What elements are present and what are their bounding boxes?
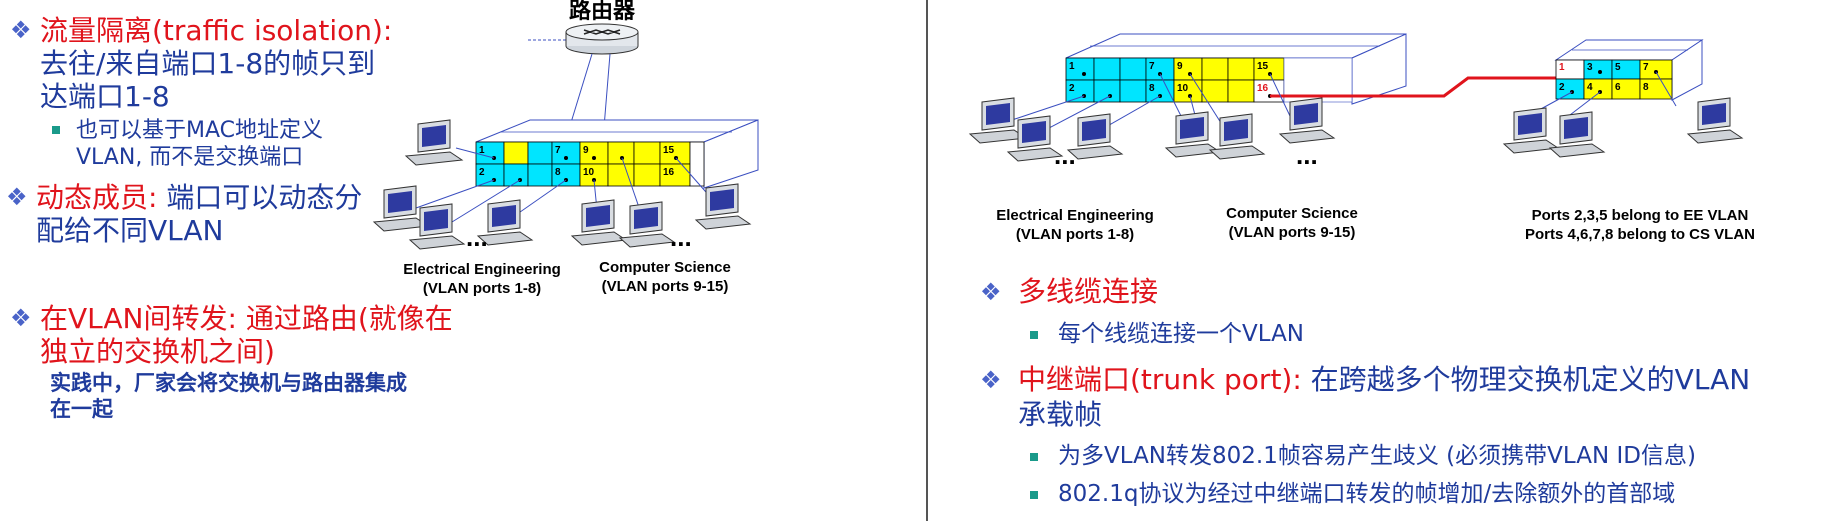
sw2-port-8-label: 8 — [1643, 82, 1649, 93]
sw2-port-2-label: 2 — [1559, 82, 1565, 93]
computer-icon — [618, 201, 676, 248]
port-9-label: 9 — [583, 145, 589, 156]
sw1-port-9-label: 9 — [1177, 61, 1183, 72]
computer-icon — [404, 119, 464, 166]
bullet2-text: 动态成员: 端口可以动态分 — [36, 179, 362, 217]
sw2-port-4-label: 4 — [1587, 82, 1593, 93]
bullet-diamond-icon: ❖ — [10, 304, 32, 332]
computer-icon — [476, 199, 534, 246]
right-bullet2-text: 中继端口(trunk port): 在跨越多个物理交换机定义的VLAN — [1018, 361, 1750, 399]
computer-icon — [570, 199, 628, 246]
switch-icon — [475, 119, 759, 189]
caption-cs-right-line1: Computer Science — [1226, 205, 1358, 222]
bullet2-line2: 配给不同VLAN — [36, 214, 224, 247]
port-15-label: 15 — [663, 145, 675, 156]
bullet-diamond-icon: ❖ — [6, 183, 28, 211]
computer-icon — [1066, 113, 1124, 160]
sw1-port-7-label: 7 — [1149, 61, 1155, 72]
computer-icon — [1208, 113, 1266, 160]
switch-icon — [1554, 39, 1704, 101]
caption-ports-right: Ports 2,3,5 belong to EE VLAN Ports 4,6,… — [1510, 206, 1770, 244]
sub-bullet-square-icon — [1030, 491, 1038, 499]
trunk-port-diagram: 1 7 9 15 2 8 10 16 1 3 5 7 2 4 6 8 — [968, 33, 1744, 170]
switch-icon — [1065, 33, 1407, 105]
bullet3-rest: 通过路由(就像在 — [236, 302, 453, 335]
right-bullet1-title: 多线缆连接 — [1018, 275, 1159, 308]
sw1-port-8-label: 8 — [1149, 83, 1155, 94]
sw1-port-16-label: 16 — [1257, 83, 1269, 94]
router-label: 路由器 — [569, 0, 636, 23]
caption-cs-left-line1: Computer Science — [599, 259, 731, 276]
port-1-label: 1 — [479, 145, 485, 156]
right-bullet2-title: 中继端口(trunk port): — [1018, 363, 1302, 396]
note-line1: 实践中，厂家会将交换机与路由器集成 — [50, 371, 407, 395]
computer-icon — [1006, 115, 1064, 162]
sw2-port-7-label: 7 — [1643, 62, 1649, 73]
bullet1-line2: 去往/来自端口1-8的帧只到 — [40, 47, 376, 80]
bullet-diamond-icon: ❖ — [980, 366, 1002, 394]
sw1-port-1-label: 1 — [1069, 61, 1075, 72]
note-line2: 在一起 — [50, 397, 113, 421]
port-7-label: 7 — [555, 145, 561, 156]
computer-icon — [968, 97, 1028, 144]
right-sub1: 每个线缆连接一个VLAN — [1058, 321, 1305, 347]
bullet2-rest: 端口可以动态分 — [157, 181, 363, 214]
bullet3-text: 在VLAN间转发: 通过路由(就像在 — [40, 300, 453, 338]
computer-icon — [1164, 111, 1222, 158]
port-16-label: 16 — [663, 167, 675, 178]
bullet-diamond-icon: ❖ — [980, 278, 1002, 306]
port-10-label: 10 — [583, 167, 595, 178]
ellipsis-ee-right: ... — [1054, 140, 1076, 170]
sw1-port-10-label: 10 — [1177, 83, 1189, 94]
caption-cs-right-line2: (VLAN ports 9-15) — [1228, 224, 1356, 241]
bullet-diamond-icon: ❖ — [10, 16, 32, 44]
caption-cs-left-line2: (VLAN ports 9-15) — [601, 278, 729, 295]
right-bullet2-rest: 在跨越多个物理交换机定义的VLAN — [1301, 363, 1751, 396]
sub1-line2: VLAN, 而不是交换端口 — [76, 145, 304, 170]
caption-ports-right-line1: Ports 2,3,5 belong to EE VLAN — [1531, 207, 1749, 224]
sw2-port-6-label: 6 — [1615, 82, 1621, 93]
caption-ports-right-line2: Ports 4,6,7,8 belong to CS VLAN — [1524, 226, 1756, 243]
port-8-label: 8 — [555, 167, 561, 178]
computer-icon — [694, 183, 752, 230]
caption-ee-left-line1: Electrical Engineering — [403, 261, 561, 278]
sub-bullet-square-icon — [1030, 331, 1038, 339]
right-bullet2-line2: 承载帧 — [1018, 398, 1103, 431]
sw2-port-3-label: 3 — [1587, 62, 1593, 73]
bullet2-title: 动态成员: — [36, 181, 158, 214]
port-2-label: 2 — [479, 167, 485, 178]
caption-ee-right: Electrical Engineering (VLAN ports 1-8) — [990, 206, 1160, 244]
caption-ee-right-line2: (VLAN ports 1-8) — [1015, 226, 1135, 243]
right-sub3: 802.1q协议为经过中继端口转发的帧增加/去除额外的首部域 — [1058, 481, 1676, 507]
bullet1-line3: 达端口1-8 — [40, 80, 170, 113]
computer-icon — [1686, 97, 1744, 144]
caption-cs-left: Computer Science (VLAN ports 9-15) — [590, 258, 740, 296]
computer-icon — [1548, 111, 1606, 158]
sub1-line1: 也可以基于MAC地址定义 — [76, 118, 324, 143]
bullet3-title: 在VLAN间转发: — [40, 302, 237, 335]
ellipsis-cs: ... — [670, 222, 692, 252]
caption-cs-right: Computer Science (VLAN ports 9-15) — [1212, 204, 1372, 242]
ellipsis-ee: ... — [466, 222, 488, 252]
bullet1-title: 流量隔离(traffic isolation): — [40, 14, 393, 47]
sw1-port-2-label: 2 — [1069, 83, 1075, 94]
computer-icon — [372, 185, 430, 232]
caption-ee-left-line2: (VLAN ports 1-8) — [422, 280, 542, 297]
sub-bullet-square-icon — [1030, 453, 1038, 461]
caption-ee-left: Electrical Engineering (VLAN ports 1-8) — [402, 260, 562, 298]
right-sub2: 为多VLAN转发802.1帧容易产生歧义 (必须携带VLAN ID信息) — [1058, 443, 1696, 469]
computer-icon — [1502, 107, 1560, 154]
computer-icon — [1278, 97, 1336, 144]
router-icon — [565, 23, 639, 55]
ellipsis-cs-right: ... — [1296, 140, 1318, 170]
slide-divider — [926, 0, 928, 521]
sw1-port-15-label: 15 — [1257, 61, 1269, 72]
sw2-port-5-label: 5 — [1615, 62, 1621, 73]
bullet3-line2: 独立的交换机之间) — [40, 335, 275, 368]
sw2-port-1-label: 1 — [1559, 62, 1565, 73]
sub-bullet-square-icon — [52, 126, 60, 134]
vlan-router-diagram: 路由器 1 7 9 15 2 8 10 16 — [372, 0, 759, 252]
computer-icon — [408, 203, 466, 250]
caption-ee-right-line1: Electrical Engineering — [996, 207, 1154, 224]
